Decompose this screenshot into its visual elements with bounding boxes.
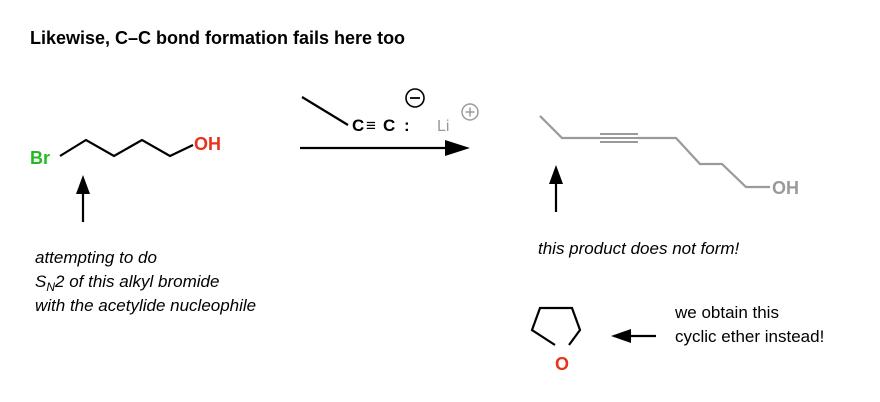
product-pointer-arrow — [549, 165, 563, 212]
page-title: Likewise, C–C bond formation fails here … — [30, 28, 405, 48]
cyclic-ether-molecule: O — [530, 306, 582, 374]
bromine-label: Br — [30, 148, 50, 168]
sn2-note-line3: with the acetylide nucleophile — [35, 296, 256, 315]
product-hydroxyl-label: OH — [772, 178, 799, 198]
reagent-lone-pair: : — [404, 116, 410, 135]
ether-note-line1: we obtain this — [674, 303, 779, 322]
ether-note-line2: cyclic ether instead! — [675, 327, 824, 346]
positive-charge-icon — [461, 103, 479, 121]
substrate-molecule: Br OH — [30, 134, 221, 168]
product-note: this product does not form! — [538, 239, 740, 258]
negative-charge-icon — [405, 88, 425, 108]
reagent-acetylide: C ≡ C : Li — [301, 88, 479, 135]
reagent-carbon-1: C — [352, 116, 364, 135]
product-left-chain — [539, 115, 600, 140]
ether-pointer-arrow — [611, 329, 656, 343]
lithium-counterion: Li — [437, 118, 449, 135]
ether-oxygen-label: O — [555, 354, 569, 374]
reagent-carbon-2: C — [383, 116, 395, 135]
sn2-note-line1: attempting to do — [35, 248, 157, 267]
hydroxyl-label: OH — [194, 134, 221, 154]
product-molecule: OH — [539, 115, 799, 198]
sn2-note: attempting to do SN2 of this alkyl bromi… — [35, 248, 256, 315]
sn2-note-line2: SN2 of this alkyl bromide — [35, 272, 219, 294]
reagent-triple-bond: ≡ — [366, 116, 376, 135]
product-right-chain — [638, 136, 770, 189]
reaction-arrow — [300, 140, 470, 156]
substrate-pointer-arrow — [76, 175, 90, 222]
reagent-ethyl-chain — [301, 96, 349, 126]
substrate-chain — [59, 138, 194, 158]
thf-ring-bonds — [530, 306, 582, 346]
